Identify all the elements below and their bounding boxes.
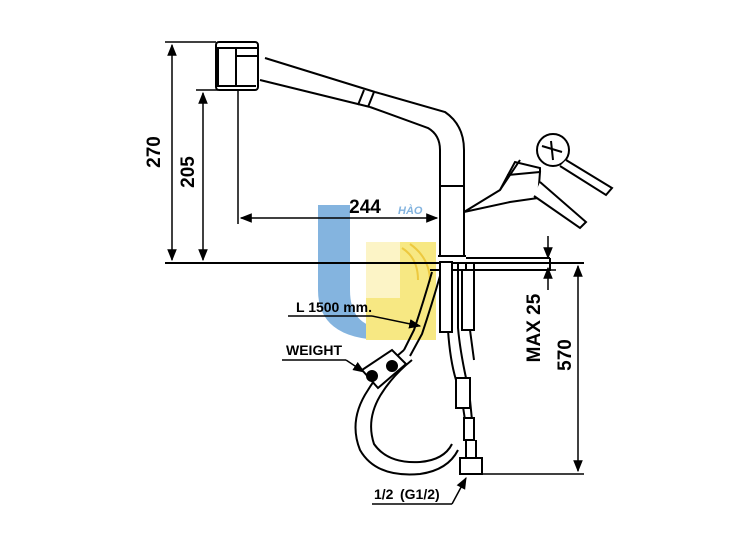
spray-head (215, 41, 259, 91)
dim-244: 244 (237, 90, 439, 224)
connection-callout: 1/2 (G1/2) (372, 476, 467, 505)
dim-244-label: 244 (349, 197, 381, 218)
dim-270-label: 270 (144, 136, 165, 168)
weight-part (360, 348, 408, 390)
watermark-text: HÀO (398, 204, 423, 217)
hose-length-label: L 1500 mm. (296, 299, 372, 315)
dim-570: 570 (482, 264, 584, 475)
dim-270: 270 (144, 41, 216, 262)
dim-205-label: 205 (178, 156, 199, 188)
weight-callout: WEIGHT (282, 342, 365, 373)
watermark-logo: HÀO (318, 204, 436, 340)
pullout-hose (354, 348, 459, 476)
supply-hoses (403, 261, 483, 475)
dim-205: 205 (178, 89, 218, 262)
weight-label: WEIGHT (286, 342, 342, 358)
connection-main-label: 1/2 (374, 486, 394, 502)
dim-max25: MAX 25 (524, 236, 556, 362)
connection-sub-label: (G1/2) (400, 486, 440, 502)
dim-max25-label: MAX 25 (524, 293, 545, 362)
lever-handle (536, 133, 614, 197)
faucet-body (259, 57, 588, 271)
dim-570-label: 570 (555, 339, 576, 371)
hose-length-callout: L 1500 mm. (288, 299, 422, 329)
